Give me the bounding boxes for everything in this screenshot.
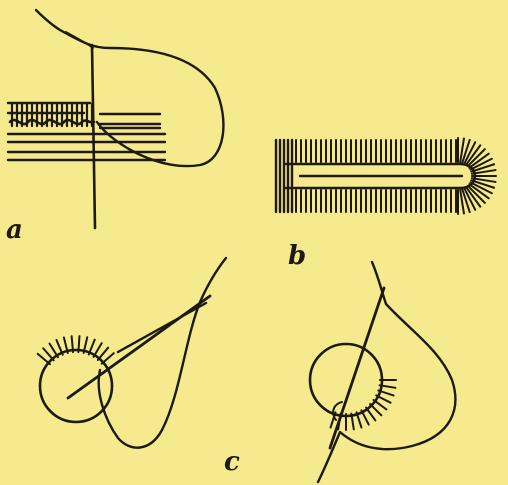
- label-c: c: [224, 447, 240, 477]
- stitch: [72, 336, 73, 352]
- stitch: [78, 336, 79, 352]
- label-a: a: [6, 215, 23, 245]
- label-b: b: [288, 241, 306, 271]
